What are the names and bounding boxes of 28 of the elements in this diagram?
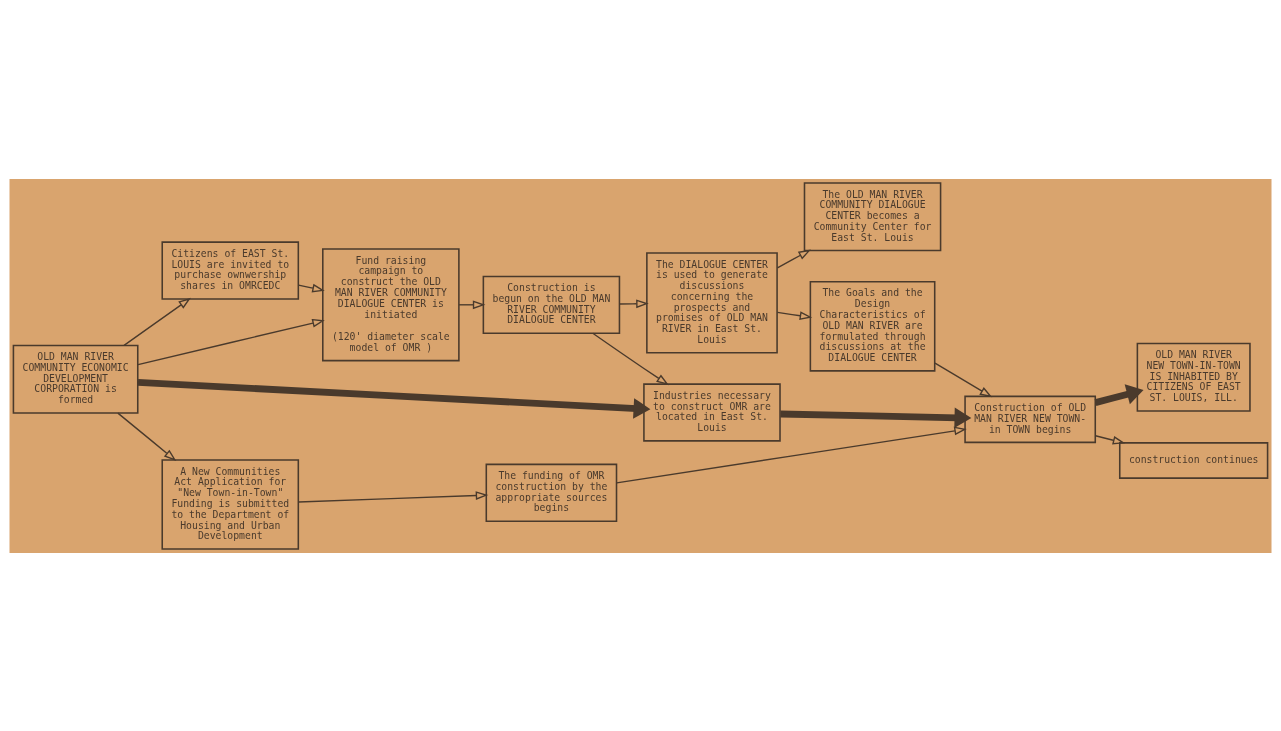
arrow bbox=[934, 361, 993, 397]
node-box: OLD MAN RIVER COMMUNITY ECONOMIC DEVELOPMENT CORPORATION is formed bbox=[12, 344, 139, 414]
arrow bbox=[776, 249, 811, 268]
node-box: construction continues bbox=[1118, 441, 1269, 479]
arrow bbox=[297, 490, 489, 503]
node-box: OLD MAN RIVER NEW TOWN-IN-TOWN IS INHABITED BY CITIZENS OF EAST ST. LOUIS, ILL. bbox=[1136, 342, 1251, 412]
arrow bbox=[592, 332, 669, 385]
node-box: The OLD MAN RIVER COMMUNITY DIALOGUE CENTER becomes a Community Center for East St. Louis bbox=[803, 181, 942, 251]
node-box: Construction is begun on the OLD MAN RIVER COMMUNITY DIALOGUE CENTER bbox=[482, 275, 621, 334]
arrow bbox=[780, 406, 972, 428]
arrow bbox=[776, 310, 813, 320]
arrow bbox=[1094, 383, 1144, 406]
node-box: Fund raising campaign to construct the OLD MAN RIVER COMMUNITY DIALOGUE CENTER is initiated (120' diameter scale model of OMR ) bbox=[322, 247, 460, 361]
node-box: Construction of OLD MAN RIVER NEW TOWN-in TOWN begins bbox=[964, 395, 1097, 443]
arrow bbox=[1094, 434, 1126, 444]
arrow bbox=[117, 411, 177, 461]
arrow bbox=[618, 298, 649, 308]
arrow bbox=[616, 426, 967, 484]
arrow bbox=[137, 318, 325, 365]
node-box: Citizens of EAST St. LOUIS are invited to purchase ownwership shares in OMRCEDC bbox=[161, 240, 300, 300]
node-box: The DIALOGUE CENTER is used to generate discussions concerning the prospects and promises of OLD MAN RIVER in East St. Louis bbox=[646, 251, 778, 354]
arrow bbox=[137, 378, 651, 419]
node-box: The Goals and the Design Characteristics of OLD MAN RIVER are formulated through discussions at the DIALOGUE CENTER bbox=[809, 280, 936, 372]
arrow bbox=[123, 297, 191, 346]
node-box: A New Communities Act Application for "New Town-in-Town" Funding is submitted to the Department of Housing and Urban Development bbox=[161, 458, 300, 550]
arrow bbox=[297, 283, 325, 292]
node-box: Industries necessary to construct OMR are located in East St. Louis bbox=[643, 382, 781, 442]
node-box: The funding of OMR construction by the appropriate sources begins bbox=[485, 463, 618, 522]
